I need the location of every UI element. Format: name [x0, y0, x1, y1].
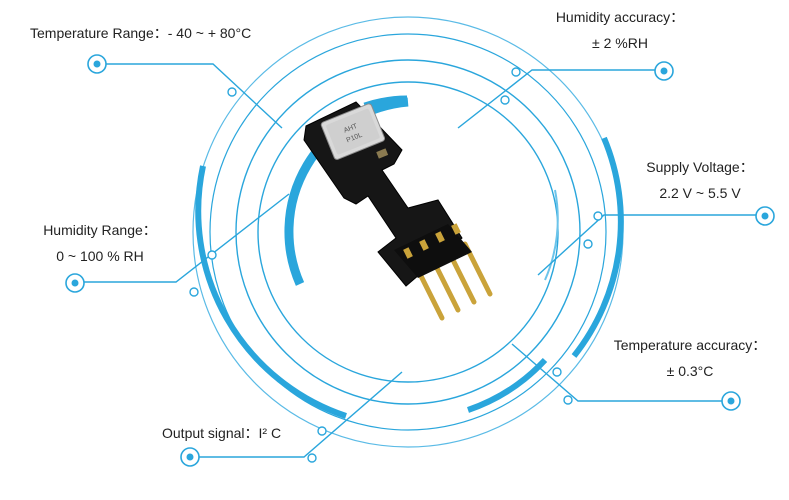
node-dot — [552, 367, 562, 377]
output-signal-value: I² C — [258, 425, 282, 441]
humidity-accuracy-label: Humidity accuracy： — [555, 9, 685, 25]
supply-voltage-label: Supply Voltage： — [646, 159, 754, 175]
pin-top — [403, 247, 413, 259]
node-dot — [317, 426, 327, 436]
header-block — [394, 224, 472, 278]
node-dot — [593, 211, 603, 221]
target-icon-temperature-range — [87, 54, 107, 74]
supply-voltage-value: 2.2 V ~ 5.5 V — [659, 185, 741, 201]
ring-3 — [235, 59, 581, 405]
node-dot — [189, 287, 199, 297]
temperature-accuracy-value: ± 0.3°C — [666, 363, 714, 379]
output-signal-label: Output signal： — [162, 425, 259, 441]
label-temperature-accuracy: Temperature accuracy： ± 0.3°C — [600, 336, 780, 380]
smd-component — [376, 148, 389, 159]
node-dot — [583, 239, 593, 249]
leader-supply-voltage — [537, 214, 766, 276]
pin-top — [435, 231, 445, 243]
leader-temperature-range — [104, 63, 283, 129]
pin-top — [451, 223, 461, 235]
node-dot — [511, 67, 521, 77]
target-icon-humidity-range — [65, 273, 85, 293]
label-supply-voltage: Supply Voltage： 2.2 V ~ 5.5 V — [630, 158, 770, 202]
humidity-range-label: Humidity Range： — [43, 222, 157, 238]
target-icon-supply-voltage — [755, 206, 775, 226]
label-humidity-accuracy: Humidity accuracy： ± 2 %RH — [540, 8, 700, 52]
node-dot — [207, 250, 217, 260]
label-humidity-range: Humidity Range： 0 ~ 100 % RH — [30, 221, 170, 265]
humidity-accuracy-value: ± 2 %RH — [592, 35, 648, 51]
leader-temperature-accuracy — [511, 343, 731, 402]
label-output-signal: Output signal：I² C — [162, 424, 281, 442]
arc-bottom-right — [467, 357, 548, 413]
arc-inner-left — [284, 97, 409, 286]
node-dot — [227, 87, 237, 97]
label-temperature-range: Temperature Range：- 40 ~ + 80°C — [30, 24, 251, 42]
pin-top — [419, 239, 429, 251]
target-icon-humidity-accuracy — [654, 61, 674, 81]
node-dot — [500, 95, 510, 105]
leader-humidity-accuracy — [457, 69, 665, 129]
temperature-accuracy-label: Temperature accuracy： — [613, 337, 767, 353]
humidity-range-value: 0 ~ 100 % RH — [56, 248, 144, 264]
arc-left — [195, 165, 347, 419]
arc-right — [571, 136, 624, 358]
leader-output-signal — [190, 371, 403, 458]
leader-humidity-range — [76, 193, 290, 283]
node-dot — [307, 453, 317, 463]
target-icon-temperature-accuracy — [721, 391, 741, 411]
temperature-range-label: Temperature Range： — [30, 25, 168, 41]
sensor-module: AHT P10L — [303, 101, 493, 321]
ring-2 — [209, 33, 607, 431]
arc-inner-right — [544, 189, 559, 281]
node-dot — [563, 395, 573, 405]
target-icon-output-signal — [180, 447, 200, 467]
temperature-range-value: - 40 ~ + 80°C — [167, 25, 252, 41]
